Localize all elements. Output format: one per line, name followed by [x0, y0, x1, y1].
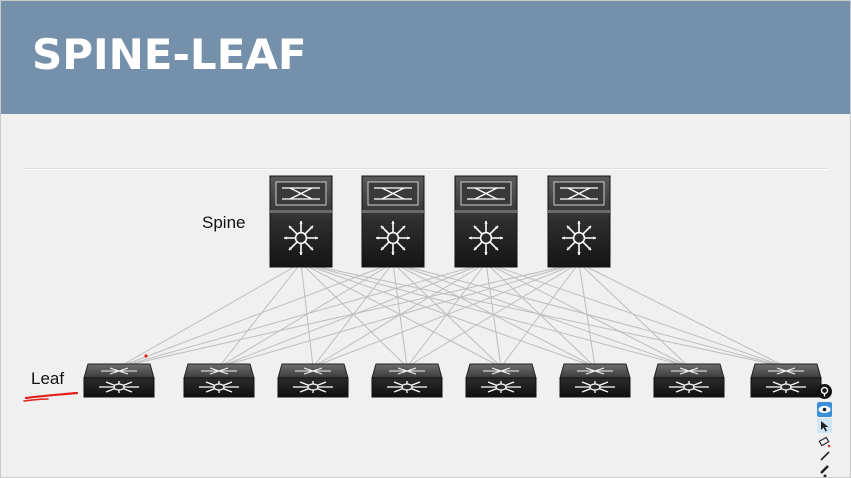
- leaf-switches: [83, 363, 822, 398]
- red-underline-annotation-2: [23, 398, 49, 402]
- pointer-icon[interactable]: [817, 418, 832, 433]
- spine-leaf-link: [578, 262, 690, 368]
- switch-symbol-icon: [481, 381, 521, 393]
- switch-symbol-icon: [669, 381, 709, 393]
- arrows-icon: [101, 367, 137, 375]
- leaf-switch: [559, 363, 631, 398]
- spine-leaf-link: [218, 262, 302, 368]
- arrows-icon: [671, 367, 707, 375]
- arrows-icon: [483, 367, 519, 375]
- switch-symbol-icon: [469, 221, 503, 255]
- red-underline-annotation: [24, 391, 79, 400]
- switch-symbol-icon: [376, 221, 410, 255]
- spine-switch: [454, 175, 518, 268]
- switch-symbol-icon: [575, 381, 615, 393]
- spine-leaf-link: [300, 262, 596, 368]
- title-divider: [24, 169, 827, 170]
- spine-leaf-link: [118, 262, 580, 368]
- eye-icon[interactable]: [817, 402, 832, 417]
- leaf-switch: [750, 363, 822, 398]
- cursor-dot: [144, 354, 148, 358]
- switch-symbol-icon: [99, 381, 139, 393]
- spine-leaf-link: [578, 262, 596, 368]
- crossbar-icon: [374, 187, 412, 200]
- slide-title: SPINE-LEAF: [32, 30, 307, 79]
- eraser-icon[interactable]: [817, 434, 832, 449]
- leaf-switch: [653, 363, 725, 398]
- crossbar-icon: [560, 187, 598, 200]
- highlighter-icon[interactable]: [817, 461, 832, 476]
- spine-leaf-link: [392, 262, 787, 368]
- spine-leaf-link: [578, 262, 787, 368]
- arrows-icon: [295, 367, 331, 375]
- annotation-toolbar: [813, 384, 835, 478]
- leaf-switch: [277, 363, 349, 398]
- pin-icon[interactable]: [817, 384, 832, 399]
- spine-switch: [361, 175, 425, 268]
- spine-leaf-link: [300, 262, 502, 368]
- crossbar-icon: [467, 187, 505, 200]
- switch-symbol-icon: [199, 381, 239, 393]
- switch-symbol-icon: [284, 221, 318, 255]
- annotation-layer: [23, 354, 148, 402]
- spine-leaf-link: [300, 262, 787, 368]
- spine-leaf-link: [312, 262, 580, 368]
- spine-leaf-link: [118, 262, 302, 368]
- spine-leaf-link: [218, 262, 580, 368]
- switch-symbol-icon: [293, 381, 333, 393]
- leaf-switch: [465, 363, 537, 398]
- spine-leaf-link: [485, 262, 787, 368]
- pen-icon[interactable]: [817, 448, 832, 463]
- leaf-label: Leaf: [31, 369, 65, 388]
- spine-leaf-link: [300, 262, 314, 368]
- crossbar-icon: [282, 187, 320, 200]
- switch-symbol-icon: [562, 221, 596, 255]
- leaf-switch: [183, 363, 255, 398]
- links-layer: [118, 262, 787, 368]
- arrows-icon: [577, 367, 613, 375]
- spine-label: Spine: [202, 213, 246, 232]
- spine-leaf-link: [300, 262, 408, 368]
- spine-leaf-link: [118, 262, 487, 368]
- slide-header: SPINE-LEAF: [0, 0, 851, 114]
- spine-leaf-link: [406, 262, 580, 368]
- spine-switch: [547, 175, 611, 268]
- arrows-icon: [201, 367, 237, 375]
- spine-leaf-link: [500, 262, 580, 368]
- leaf-switch: [83, 363, 155, 398]
- spine-switches: [269, 175, 611, 268]
- spine-leaf-link: [218, 262, 394, 368]
- arrows-icon: [389, 367, 425, 375]
- more-icon[interactable]: [817, 474, 832, 478]
- leaf-switch: [371, 363, 443, 398]
- spine-leaf-link: [118, 262, 394, 368]
- switch-symbol-icon: [387, 381, 427, 393]
- switch-symbol-icon: [766, 381, 806, 393]
- spine-switch: [269, 175, 333, 268]
- arrows-icon: [768, 367, 804, 375]
- spine-leaf-link: [218, 262, 487, 368]
